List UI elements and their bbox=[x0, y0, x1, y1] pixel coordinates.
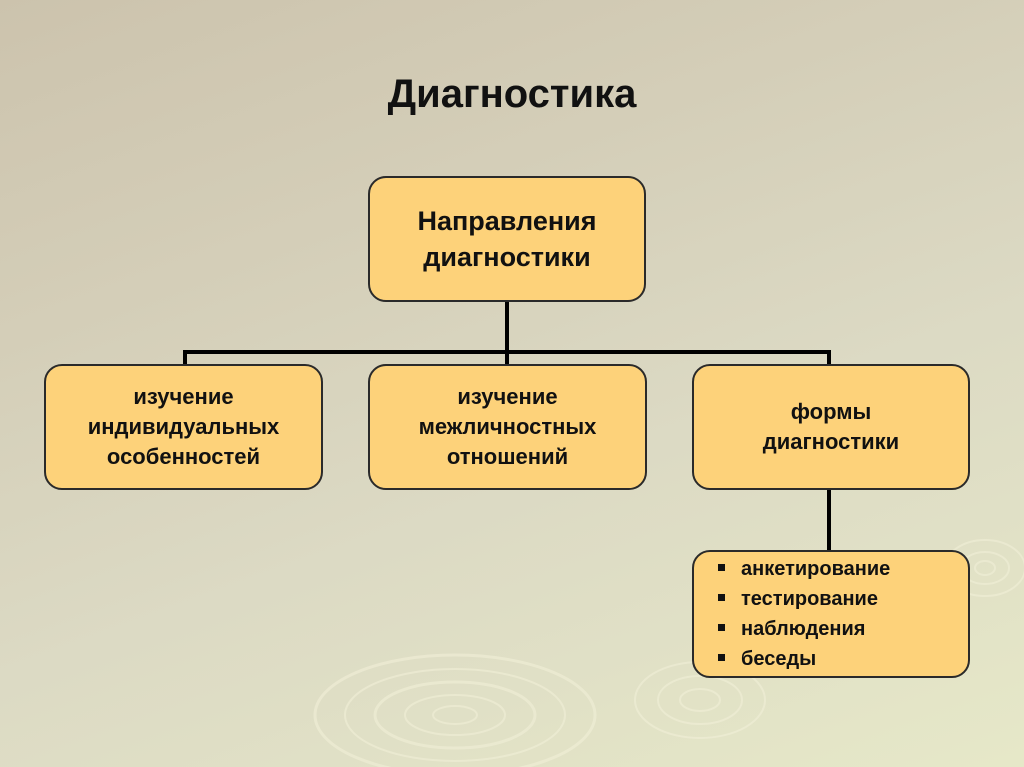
method-label: тестирование bbox=[741, 588, 878, 610]
root-node-directions: Направления диагностики bbox=[368, 176, 646, 302]
bullet-icon bbox=[718, 564, 725, 572]
methods-list-box: анкетирование тестирование наблюдения бе… bbox=[692, 550, 970, 678]
root-node-line-2: диагностики bbox=[423, 242, 591, 272]
node-line: индивидуальных bbox=[87, 414, 280, 439]
methods-list: анкетирование тестирование наблюдения бе… bbox=[694, 554, 890, 674]
node-diagnostic-forms: формы диагностики bbox=[692, 364, 970, 490]
list-item: тестирование bbox=[718, 584, 890, 614]
bullet-icon bbox=[718, 594, 725, 602]
list-item: наблюдения bbox=[718, 614, 890, 644]
node-line: изучение bbox=[457, 384, 558, 409]
node-line: отношений bbox=[446, 444, 569, 469]
node-individual-features: изучение индивидуальных особенностей bbox=[44, 364, 323, 490]
method-label: наблюдения bbox=[741, 618, 866, 640]
bullet-icon bbox=[718, 654, 725, 662]
bullet-icon bbox=[718, 624, 725, 632]
method-label: беседы bbox=[741, 648, 817, 670]
node-line: межличностных bbox=[418, 414, 597, 439]
node-line: диагностики bbox=[762, 429, 900, 454]
list-item: анкетирование bbox=[718, 554, 890, 584]
node-interpersonal-relations: изучение межличностных отношений bbox=[368, 364, 647, 490]
method-label: анкетирование bbox=[741, 558, 891, 580]
list-item: беседы bbox=[718, 644, 890, 674]
node-line: изучение bbox=[133, 384, 234, 409]
slide-title: Диагностика bbox=[387, 72, 637, 116]
node-line: особенностей bbox=[106, 444, 261, 469]
node-line: формы bbox=[790, 399, 872, 424]
root-node-line-1: Направления bbox=[417, 206, 597, 236]
